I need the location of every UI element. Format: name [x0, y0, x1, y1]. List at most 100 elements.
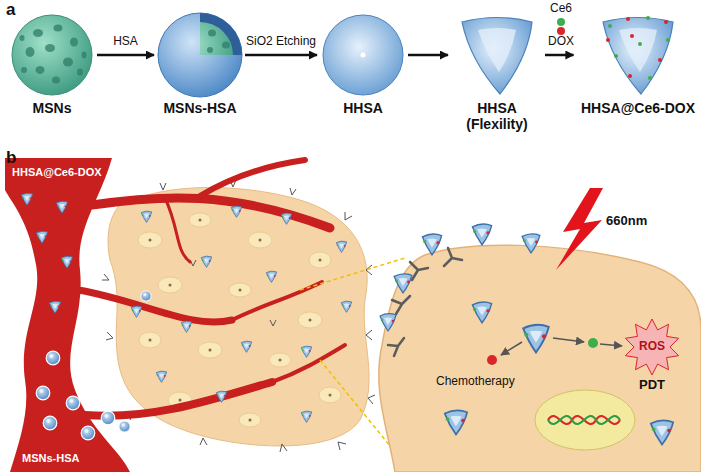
decoration — [78, 290, 232, 322]
particle-node: HHSA — [320, 12, 406, 116]
decoration — [101, 411, 115, 425]
decoration — [380, 314, 396, 331]
decoration — [102, 274, 109, 280]
decoration — [181, 321, 191, 332]
decoration — [394, 274, 412, 293]
decoration — [259, 239, 262, 242]
decoration — [207, 47, 213, 53]
tumor-cell — [379, 245, 701, 472]
decoration — [239, 413, 261, 427]
vessel-label: HHSA@Ce6-DOX — [12, 166, 102, 179]
decoration — [266, 271, 276, 282]
ros-label: ROS — [639, 340, 665, 354]
decoration — [82, 52, 87, 59]
vessel-branches — [78, 160, 345, 416]
decoration — [410, 262, 428, 280]
receptors — [388, 248, 462, 356]
decoration — [241, 341, 251, 352]
decoration — [141, 211, 151, 222]
decoration — [63, 58, 73, 67]
decoration — [54, 25, 63, 32]
decoration — [388, 338, 404, 356]
decoration — [200, 438, 207, 445]
decoration — [626, 17, 630, 21]
decoration — [444, 248, 462, 266]
process-arrow — [245, 54, 317, 57]
decoration — [169, 284, 172, 287]
highlight — [478, 28, 516, 72]
decoration — [472, 302, 491, 323]
particle-label: HHSA (Flexility) — [455, 100, 539, 132]
ce6-dot — [557, 18, 565, 26]
panel-letter: a — [6, 0, 15, 20]
decoration — [279, 359, 282, 362]
drug-label: DOX — [548, 35, 574, 49]
decoration — [366, 330, 372, 340]
decoration — [43, 416, 57, 430]
decoration — [319, 387, 341, 403]
decoration — [523, 325, 549, 353]
decoration — [630, 34, 634, 38]
hhsa-sphere — [323, 15, 403, 95]
decoration — [290, 188, 296, 195]
step-label: SiO2 Etching — [246, 35, 316, 49]
decoration — [160, 183, 166, 190]
nucleus — [535, 390, 635, 450]
vessel-label: MSNs-HSA — [22, 452, 79, 465]
decoration — [614, 54, 618, 58]
decoration — [600, 344, 622, 346]
decoration — [368, 395, 375, 404]
decoration — [165, 198, 190, 262]
decoration — [21, 193, 32, 205]
decoration — [298, 312, 322, 328]
msn-particles-in-vessel — [36, 351, 115, 440]
decoration — [606, 38, 610, 42]
decoration — [139, 332, 161, 348]
flexible-hhsa — [462, 18, 532, 95]
decoration — [646, 16, 650, 20]
decoration — [106, 332, 113, 340]
decoration — [149, 339, 152, 342]
decoration — [189, 213, 211, 227]
decoration — [158, 277, 182, 293]
decoration — [329, 394, 332, 397]
therapy-label: Chemotherapy — [436, 375, 515, 389]
decoration — [345, 212, 352, 220]
step-label: HSA — [113, 35, 138, 49]
decoration — [535, 390, 635, 450]
decoration — [548, 416, 620, 424]
decoration — [501, 342, 522, 355]
highlight — [619, 28, 657, 72]
decoration — [36, 386, 50, 400]
decoration — [422, 234, 441, 255]
decoration — [658, 58, 662, 62]
decoration — [45, 44, 55, 52]
deformed-shell — [462, 18, 532, 95]
particle-node: HHSA@Ce6-DOX — [577, 12, 700, 116]
process-arrow — [97, 54, 154, 57]
ros-burst — [625, 319, 678, 375]
decoration — [33, 29, 43, 37]
decoration — [56, 201, 67, 213]
msn-sphere — [12, 15, 92, 95]
particle-label: MSNs-HSA — [163, 100, 236, 116]
decoration — [239, 289, 242, 292]
decoration — [131, 306, 141, 317]
sphere-body — [12, 15, 92, 95]
decoration — [309, 319, 312, 322]
decoration — [200, 160, 305, 196]
decoration — [522, 234, 540, 253]
laser-bolt — [556, 188, 603, 270]
decoration — [628, 74, 632, 78]
msn-hsa-sphere — [158, 13, 242, 97]
particle-label: HHSA@Ce6-DOX — [581, 100, 695, 116]
decoration — [85, 382, 272, 416]
particle-node: MSNs — [9, 12, 95, 116]
particle-node: HHSA (Flexility) — [451, 12, 543, 132]
decoration — [651, 420, 673, 444]
decoration — [231, 206, 241, 217]
deformed-shell — [603, 18, 673, 95]
hhsa-particles-in-vessel — [21, 193, 72, 313]
wavelength-label: 660nm — [606, 214, 647, 229]
